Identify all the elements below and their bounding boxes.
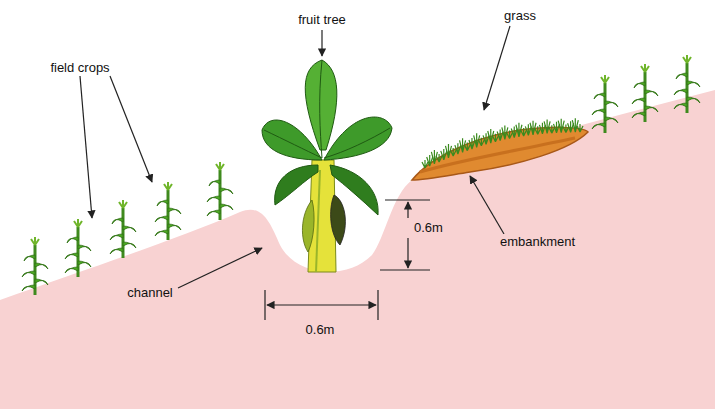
dimension-label: 0.6m xyxy=(304,322,337,337)
fruit-tree xyxy=(262,60,392,272)
field-crops xyxy=(22,55,700,295)
label: channel xyxy=(125,285,175,300)
label: embankment xyxy=(498,234,577,249)
ground xyxy=(0,90,715,409)
label: grass xyxy=(502,8,538,23)
label: field crops xyxy=(48,60,111,75)
label: fruit tree xyxy=(296,12,348,27)
dimension-label: 0.6m xyxy=(412,220,445,235)
leader-lines xyxy=(80,26,510,288)
embankment xyxy=(412,127,588,180)
grass-tufts xyxy=(422,118,583,168)
dimension-lines xyxy=(265,200,430,320)
